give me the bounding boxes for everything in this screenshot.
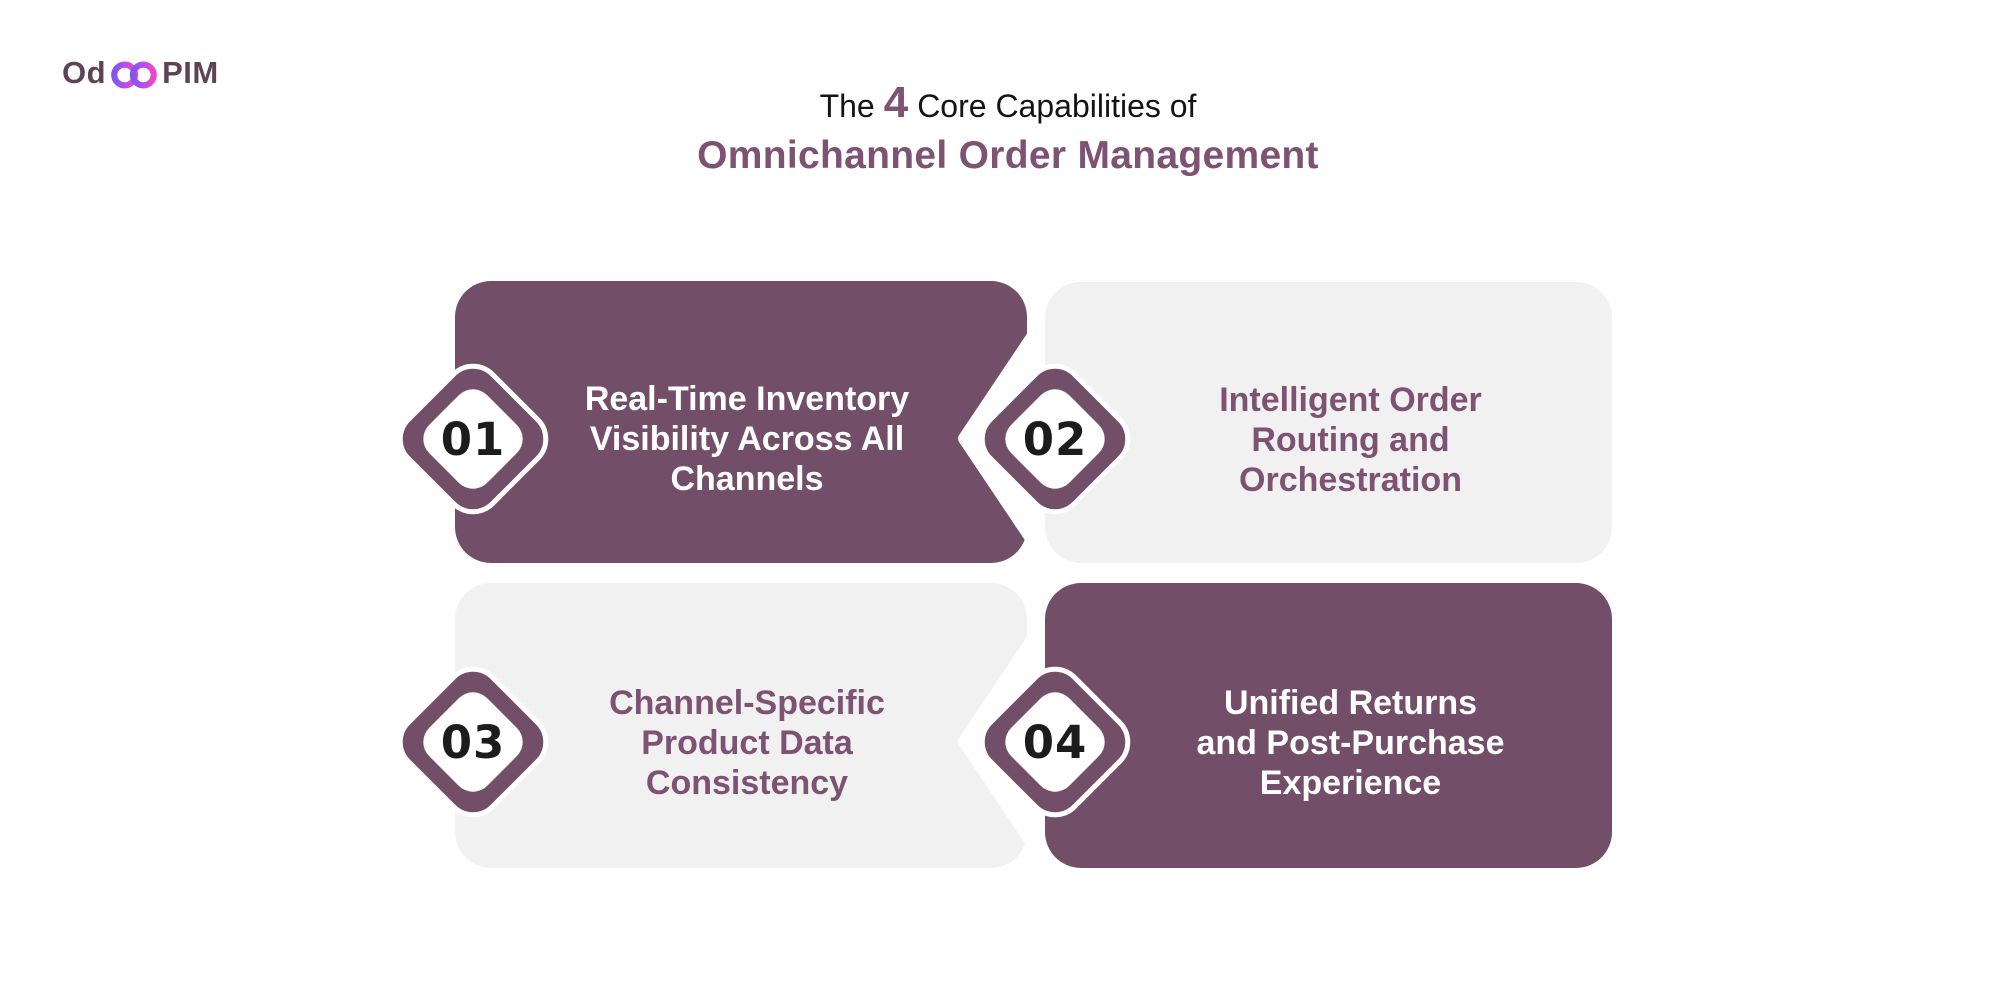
card-01-line-1: Real-Time Inventory — [584, 380, 910, 418]
card-02-line-3: Orchestration — [1239, 460, 1462, 499]
card-03-line-1: Channel-Specific — [609, 683, 885, 722]
card-01-line-2: Visibility Across All — [589, 420, 905, 458]
card-02-title: Intelligent Order Routing and Orchestrat… — [1045, 380, 1612, 500]
card-04: Unified Returns and Post-Purchase Experi… — [1045, 583, 1612, 868]
card-01-line-3: Channels — [670, 460, 824, 498]
title-number: 4 — [883, 78, 909, 127]
logo-text-pim: PIM — [162, 55, 219, 90]
card-04-line-3: Experience — [1259, 763, 1442, 802]
card-03-line-2: Product Data — [641, 723, 853, 762]
badge-02-number: 02 — [1022, 412, 1088, 466]
card-03-title: Channel-Specific Product Data Consistenc… — [455, 683, 1027, 803]
badge-03-number: 03 — [440, 715, 506, 769]
card-04-line-2: and Post-Purchase — [1196, 723, 1505, 762]
title-prefix: The — [819, 88, 875, 124]
card-03: Channel-Specific Product Data Consistenc… — [455, 583, 1027, 868]
card-03-line-3: Consistency — [645, 763, 849, 802]
logo: Od PIM — [62, 55, 219, 91]
card-02: Intelligent Order Routing and Orchestrat… — [1045, 282, 1612, 563]
logo-text-od: Od — [62, 55, 107, 90]
badge-01-number: 01 — [440, 412, 506, 466]
card-04-title: Unified Returns and Post-Purchase Experi… — [1045, 683, 1612, 803]
card-04-line-1: Unified Returns — [1223, 683, 1478, 722]
title-line-2: Omnichannel Order Management — [697, 134, 1319, 177]
card-01: Real-Time Inventory Visibility Across Al… — [455, 281, 1027, 563]
card-02-line-1: Intelligent Order — [1219, 380, 1482, 419]
infinity-icon — [111, 61, 157, 89]
card-01-title: Real-Time Inventory Visibility Across Al… — [455, 379, 1027, 499]
badge-04-number: 04 — [1022, 715, 1088, 769]
card-02-line-2: Routing and — [1251, 420, 1450, 459]
title-suffix: Core Capabilities of — [917, 88, 1197, 124]
